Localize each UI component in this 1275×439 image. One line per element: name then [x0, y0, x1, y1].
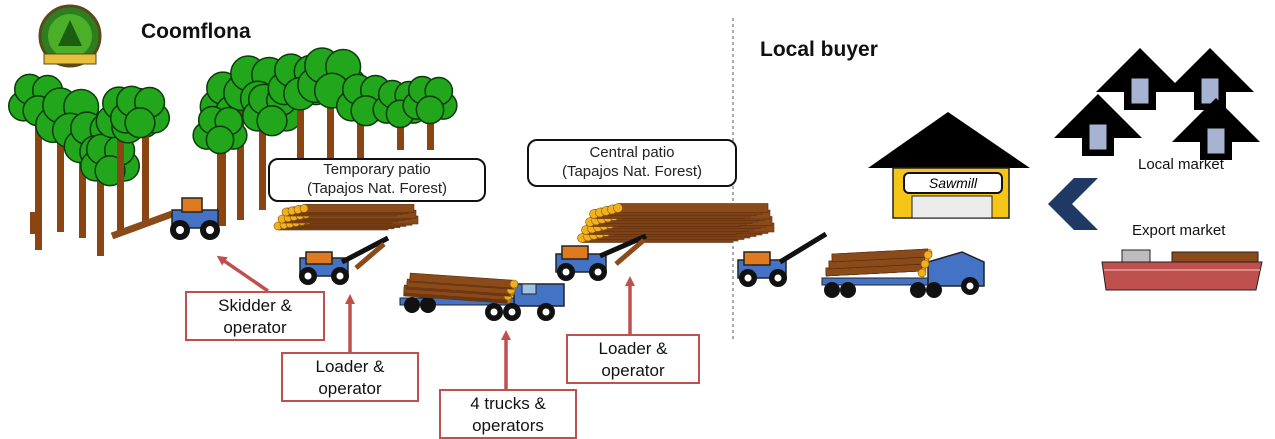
central-patio-label: Central patio (Tapajos Nat. Forest)	[527, 139, 737, 187]
sawmill-building	[868, 112, 1030, 219]
forest-trees-middle	[192, 47, 458, 226]
loader2-line1: Loader &	[598, 339, 668, 358]
local-market-houses	[1054, 48, 1260, 160]
export-market-label: Export market	[1132, 222, 1226, 239]
loader-vehicle-2	[555, 233, 647, 281]
coomflona-title: Coomflona	[141, 20, 251, 43]
skidder-line1: Skidder &	[218, 296, 292, 315]
loader2-line2: operator	[601, 361, 665, 380]
skidder-arrow	[216, 255, 269, 293]
truck-log-load	[403, 272, 519, 304]
buyer-loader-vehicle	[737, 231, 828, 287]
coomflona-logo	[38, 4, 102, 68]
loader1-line1: Loader &	[315, 357, 385, 376]
central-patio-line2: (Tapajos Nat. Forest)	[561, 163, 703, 180]
annotation-arrows	[216, 255, 635, 389]
export-ship	[1101, 249, 1263, 291]
loader-vehicle-1	[299, 235, 390, 285]
buyer-truck-log-load	[825, 248, 933, 278]
local-market-label: Local market	[1138, 156, 1224, 173]
temporary-patio-line1: Temporary patio	[323, 161, 431, 178]
forest-trees-left	[7, 73, 171, 256]
buyer-log-truck	[821, 251, 985, 298]
market-arrow-icon	[1048, 178, 1098, 230]
sawmill-label: Sawmill	[903, 172, 1003, 194]
temporary-patio-label: Temporary patio (Tapajos Nat. Forest)	[268, 158, 486, 202]
temporary-patio-line2: (Tapajos Nat. Forest)	[306, 180, 448, 197]
local-buyer-title: Local buyer	[760, 38, 878, 61]
skidder-operator-box: Skidder & operator	[185, 291, 325, 341]
trucks-operators-box: 4 trucks & operators	[439, 389, 577, 439]
loader1-line2: operator	[318, 379, 382, 398]
loader2-operator-box: Loader & operator	[566, 334, 700, 384]
trucks-line2: operators	[472, 416, 544, 435]
temporary-patio-log-pile	[273, 204, 419, 231]
central-patio-line1: Central patio	[589, 144, 675, 161]
loader1-operator-box: Loader & operator	[281, 352, 419, 402]
skidder-line2: operator	[223, 318, 287, 337]
skidder-vehicle	[110, 197, 220, 240]
central-patio-log-pile	[577, 203, 775, 243]
trucks-line1: 4 trucks &	[470, 394, 546, 413]
